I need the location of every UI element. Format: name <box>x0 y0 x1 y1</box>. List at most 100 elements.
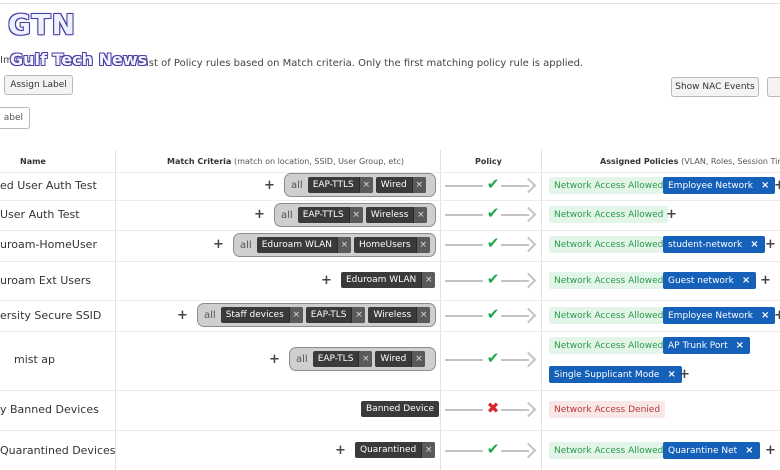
description-prefix: Imp <box>0 55 10 66</box>
criteria-chip: Wireless× <box>368 307 430 323</box>
label-button[interactable]: abel <box>0 107 30 129</box>
assigned-policy-tag: student-network× <box>663 236 765 253</box>
watermark-subtitle: Gulf Tech News <box>10 50 147 69</box>
criteria-chip: EAP-TLS× <box>306 307 366 323</box>
criteria-chip: EAP-TTLS× <box>298 207 363 223</box>
access-status-tag: Network Access Allowed <box>549 236 668 253</box>
remove-icon[interactable]: × <box>421 272 435 288</box>
top-border <box>0 0 780 4</box>
remove-icon[interactable]: × <box>728 340 750 351</box>
add-criteria-icon[interactable]: + <box>269 354 280 366</box>
allow-check-icon: ✔ <box>485 305 501 323</box>
row-divider <box>0 300 780 301</box>
header-match-hint: (match on location, SSID, User Group, et… <box>234 157 404 166</box>
rule-name: mist ap <box>14 353 55 366</box>
add-criteria-icon[interactable]: + <box>213 239 224 251</box>
header-assigned-title: Assigned Policies <box>600 157 678 166</box>
add-policy-icon[interactable]: + <box>666 209 677 221</box>
criteria-chip: Banned Device <box>361 401 439 417</box>
rule-name: ersity Secure SSID <box>0 309 101 322</box>
remove-icon[interactable]: × <box>351 307 365 323</box>
arrow-right-icon <box>521 178 537 194</box>
rule-name: User Auth Test <box>0 208 80 221</box>
rule-name: uroam Ext Users <box>0 274 91 287</box>
rule-name: y Banned Devices <box>0 403 99 416</box>
row-divider <box>0 230 780 231</box>
arrow-right-icon <box>521 352 537 368</box>
policy-flow: ✔ <box>445 237 540 253</box>
add-policy-icon[interactable]: + <box>765 445 776 457</box>
add-policy-icon[interactable]: + <box>765 239 776 251</box>
add-policy-icon[interactable]: + <box>679 369 690 381</box>
add-criteria-icon[interactable]: + <box>177 310 188 322</box>
add-policy-icon[interactable]: + <box>774 310 780 322</box>
remove-icon[interactable]: × <box>737 445 759 456</box>
arrow-right-icon <box>521 443 537 459</box>
remove-icon[interactable]: × <box>337 237 351 253</box>
rule-name: uroam-HomeUser <box>0 238 97 251</box>
remove-icon[interactable]: × <box>411 351 425 367</box>
access-status-tag: Network Access Allowed <box>549 177 668 194</box>
allow-check-icon: ✔ <box>485 175 501 193</box>
show-nac-events-button[interactable]: Show NAC Events <box>671 77 759 97</box>
add-policy-icon[interactable]: + <box>760 275 771 287</box>
remove-icon[interactable]: × <box>416 237 430 253</box>
remove-icon[interactable]: × <box>359 177 373 193</box>
remove-icon[interactable]: × <box>734 275 756 286</box>
allow-check-icon: ✔ <box>485 440 501 458</box>
criteria-chip: EAP-TTLS× <box>308 177 373 193</box>
criteria-chip: Eduroam WLAN× <box>257 237 351 253</box>
row-divider <box>0 430 780 431</box>
arrow-right-icon <box>521 237 537 253</box>
add-policy-icon[interactable]: + <box>774 180 780 192</box>
add-criteria-icon[interactable]: + <box>254 209 265 221</box>
header-assigned: Assigned Policies (VLAN, Roles, Session … <box>600 157 780 166</box>
assigned-policy-tag: AP Trunk Port× <box>663 337 750 354</box>
criteria-chip: Wired× <box>376 177 426 193</box>
assign-label-button[interactable]: Assign Label <box>4 75 73 95</box>
watermark-logo: GTN <box>8 8 76 41</box>
header-assigned-hint: (VLAN, Roles, Session Timeout <box>681 157 780 166</box>
criteria-chip: Quarantined× <box>355 442 435 458</box>
criteria-group: all Eduroam WLAN× HomeUsers× <box>233 233 436 257</box>
header-name: Name <box>20 157 46 166</box>
remove-icon[interactable]: × <box>289 307 303 323</box>
assigned-policy-tag: Single Supplicant Mode× <box>549 366 682 383</box>
allow-check-icon: ✔ <box>485 204 501 222</box>
assigned-policy-tag: Employee Network× <box>663 177 775 194</box>
column-divider <box>440 150 441 470</box>
header-match-title: Match Criteria <box>167 157 231 166</box>
remove-icon[interactable]: × <box>421 442 435 458</box>
remove-icon[interactable]: × <box>753 310 775 321</box>
remove-icon[interactable]: × <box>742 239 764 250</box>
all-label: all <box>240 240 252 251</box>
remove-icon[interactable]: × <box>416 307 430 323</box>
all-label: all <box>281 210 293 221</box>
all-label: all <box>296 354 308 365</box>
criteria-chip: Eduroam WLAN× <box>341 272 435 288</box>
criteria-chip: HomeUsers× <box>354 237 430 253</box>
access-status-tag: Network Access Allowed <box>549 337 668 354</box>
criteria-group: all EAP-TTLS× Wired× <box>284 173 436 197</box>
row-divider <box>0 200 780 201</box>
policy-flow: ✔ <box>445 443 540 459</box>
access-status-tag: Network Access Allowed <box>549 442 668 459</box>
add-criteria-icon[interactable]: + <box>335 445 346 457</box>
add-criteria-icon[interactable]: + <box>321 275 332 287</box>
remove-icon[interactable]: × <box>412 177 426 193</box>
header-policy: Policy <box>475 157 502 166</box>
policy-flow: ✔ <box>445 352 540 368</box>
toolbar-edge-button[interactable] <box>767 77 780 97</box>
assigned-policy-tag: Guest network× <box>663 272 756 289</box>
remove-icon[interactable]: × <box>349 207 363 223</box>
description-text: ist of Policy rules based on Match crite… <box>146 58 583 69</box>
add-criteria-icon[interactable]: + <box>264 180 275 192</box>
remove-icon[interactable]: × <box>358 351 372 367</box>
deny-cross-icon: ✖ <box>485 399 501 417</box>
remove-icon[interactable]: × <box>413 207 427 223</box>
criteria-group: all Staff devices× EAP-TLS× Wireless× <box>197 303 436 327</box>
arrow-right-icon <box>521 207 537 223</box>
remove-icon[interactable]: × <box>753 180 775 191</box>
column-divider <box>115 150 116 470</box>
policy-flow: ✔ <box>445 308 540 324</box>
